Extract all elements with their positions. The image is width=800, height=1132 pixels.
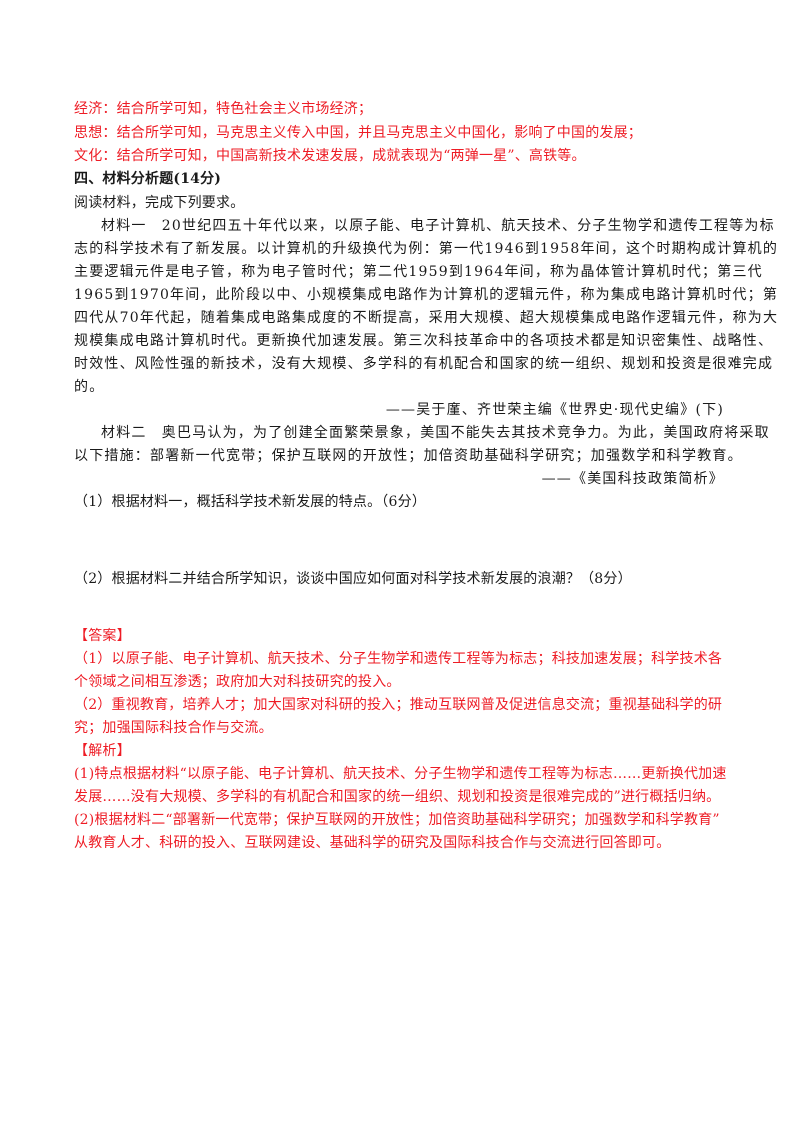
answer-line: （1）以原子能、电子计算机、航天技术、分子生物学和遗传工程等为标志；科技加速发展… [74,651,723,667]
answer-line: （2）重视教育，培养人才；加大国家对科研的投入；推动互联网普及促进信息交流；重视… [74,697,723,713]
analysis-line: 发展……没有大规模、多学科的有机配合和国家的统一组织、规划和投资是很难完成的”进… [74,789,721,805]
material1-line: 四代从70年代起，随着集成电路集成度的不断提高，采用大规模、超大规模集成电路作逻… [74,310,779,326]
material1-line: 志的科学技术有了新发展。以计算机的升级换代为例：第一代1946到1958年间，这… [74,241,779,257]
prev-answer-economy: 经济：结合所学可知，特色社会主义市场经济； [74,101,373,117]
analysis-line: (1)特点根据材料“以原子能、电子计算机、航天技术、分子生物学和遗传工程等为标志… [74,766,727,782]
analysis-line: 从教育人才、科研的投入、互联网建设、基础科学的研究及国际科技合作与交流进行回答即… [74,835,671,851]
analysis-label: 【解析】 [74,743,131,759]
material1-line: 主要逻辑元件是电子管，称为电子管时代；第二代1959到1964年间，称为晶体管计… [74,264,763,280]
answer-label: 【答案】 [74,628,131,644]
answer-line: 个领域之间相互渗透；政府加大对科技研究的投入。 [74,674,401,690]
material2-line: 以下措施：部署新一代宽带；保护互联网的开放性；加倍资助基础科学研究；加强数学和科… [74,448,743,464]
sub-question-1: （1）根据材料一，概括科学技术新发展的特点。（6分） [74,494,427,510]
material2-source: ——《美国科技政策简析》 [541,471,724,487]
material1-line: 规模集成电路计算机时代。更新换代加速发展。第三次科技革命中的各项技术都是知识密集… [74,333,774,349]
prev-answer-culture: 文化：结合所学可知，中国高新技术发速发展，成就表现为“两弹一星”、高铁等。 [74,148,586,164]
material1-line: 的。 [74,379,105,395]
answer-line: 究；加强国际科技合作与交流。 [74,720,273,736]
section-title: 四、材料分析题(14分) [74,171,222,187]
material1-line: 材料一 20世纪四五十年代以来，以原子能、电子计算机、航天技术、分子生物学和遗传… [101,218,775,234]
analysis-line: (2)根据材料二“部署新一代宽带；保护互联网的开放性；加倍资助基础科学研究；加强… [74,812,720,828]
material2-line: 材料二 奥巴马认为，为了创建全面繁荣景象，美国不能失去其技术竞争力。为此，美国政… [101,425,770,441]
material1-line: 1965到1970年间，此阶段以中、小规模集成电路作为计算机的逻辑元件，称为集成… [74,287,779,303]
material1-line: 时效性、风险性强的新技术，没有大规模、多学科的有机配合和国家的统一组织、规划和投… [74,356,774,372]
material1-source: ——吴于廑、齐世荣主编《世界史·现代史编》(下) [385,402,724,418]
question-instruction: 阅读材料，完成下列要求。 [74,195,245,211]
prev-answer-thought: 思想：结合所学可知，马克思主义传入中国，并且马克思主义中国化，影响了中国的发展； [74,125,642,141]
sub-question-2: （2）根据材料二并结合所学知识，谈谈中国应如何面对科学技术新发展的浪潮？（8分） [74,571,632,587]
